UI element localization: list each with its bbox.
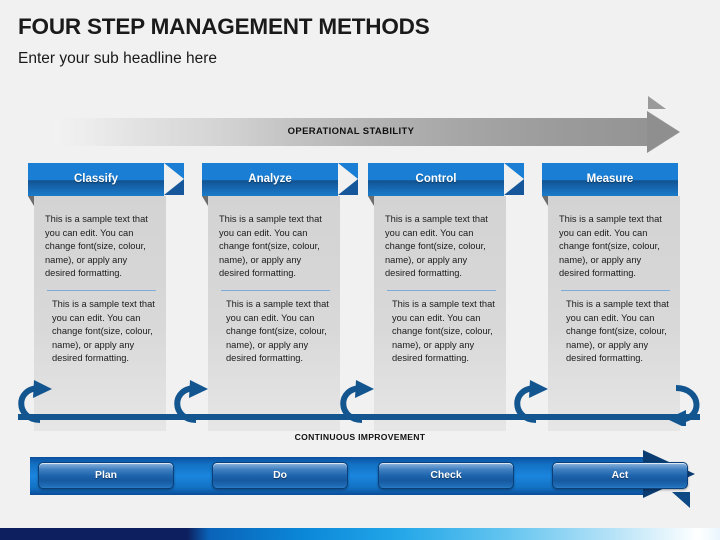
step-body-control: This is a sample text that you can edit.… bbox=[368, 196, 506, 431]
chevron-right-icon bbox=[504, 163, 524, 195]
step-paragraph-2: This is a sample text that you can edit.… bbox=[566, 298, 669, 364]
operational-stability-banner: OPERATIONAL STABILITY bbox=[55, 111, 680, 153]
paragraph-divider bbox=[221, 289, 330, 291]
step-body-analyze: This is a sample text that you can edit.… bbox=[202, 196, 340, 431]
step-label: Measure bbox=[586, 173, 634, 185]
banner-shaft bbox=[55, 118, 647, 146]
step-label: Classify bbox=[73, 173, 119, 185]
step-paragraph-2: This is a sample text that you can edit.… bbox=[52, 298, 155, 364]
paragraph-divider bbox=[561, 289, 670, 291]
loop-back-arrow-icon bbox=[340, 385, 363, 423]
pdca-arrow-bar: Plan Do Check Act bbox=[30, 450, 710, 500]
step-label: Control bbox=[415, 173, 457, 185]
pdca-button-do[interactable]: Do bbox=[212, 462, 348, 489]
loop-arrowhead-icon bbox=[667, 410, 686, 426]
right-arrow-banner-icon bbox=[647, 111, 680, 153]
step-header-measure[interactable]: Measure bbox=[542, 163, 678, 196]
paragraph-divider bbox=[47, 289, 156, 291]
step-body-measure: This is a sample text that you can edit.… bbox=[542, 196, 680, 431]
pdca-button-check[interactable]: Check bbox=[378, 462, 514, 489]
loop-back-arrow-icon bbox=[514, 385, 537, 423]
step-header-fill bbox=[28, 163, 164, 196]
step-column-classify[interactable]: Classify This is a sample text that you … bbox=[28, 163, 184, 431]
loop-arrowhead-icon bbox=[33, 380, 52, 398]
loop-arrowhead-icon bbox=[529, 380, 548, 398]
chevron-right-icon bbox=[338, 163, 358, 195]
paragraph-divider bbox=[387, 289, 496, 291]
step-paragraph-1: This is a sample text that you can edit.… bbox=[219, 214, 322, 279]
loop-arrowhead-icon bbox=[189, 380, 208, 398]
pdca-button-act[interactable]: Act bbox=[552, 462, 688, 489]
chevron-right-icon bbox=[164, 163, 184, 195]
step-paragraph-1: This is a sample text that you can edit.… bbox=[559, 214, 662, 279]
pdca-button-label: Check bbox=[430, 470, 462, 481]
loop-back-arrow-icon bbox=[18, 385, 41, 423]
footer-gradient-bar bbox=[0, 528, 720, 540]
step-body-classify: This is a sample text that you can edit.… bbox=[28, 196, 166, 431]
step-column-control[interactable]: Control This is a sample text that you c… bbox=[368, 163, 524, 431]
step-column-analyze[interactable]: Analyze This is a sample text that you c… bbox=[202, 163, 358, 431]
step-paragraph-1: This is a sample text that you can edit.… bbox=[385, 214, 488, 279]
page-subtitle: Enter your sub headline here bbox=[18, 50, 218, 67]
continuous-improvement-loop bbox=[18, 380, 700, 426]
step-header-fill bbox=[202, 163, 338, 196]
step-column-measure[interactable]: Measure This is a sample text that you c… bbox=[542, 163, 684, 431]
operational-stability-label: OPERATIONAL STABILITY bbox=[287, 126, 415, 137]
pdca-button-label: Do bbox=[273, 470, 287, 481]
step-header-fill bbox=[368, 163, 504, 196]
step-header-analyze[interactable]: Analyze bbox=[202, 163, 358, 196]
step-paragraph-2: This is a sample text that you can edit.… bbox=[392, 298, 495, 364]
step-paragraph-2: This is a sample text that you can edit.… bbox=[226, 298, 329, 364]
step-header-classify[interactable]: Classify bbox=[28, 163, 184, 196]
step-paragraph-1: This is a sample text that you can edit.… bbox=[45, 214, 148, 279]
pdca-button-label: Act bbox=[611, 470, 629, 481]
loop-arrowhead-icon bbox=[355, 380, 374, 398]
corner-triangle-top-right-icon bbox=[648, 96, 666, 109]
pdca-button-plan[interactable]: Plan bbox=[38, 462, 174, 489]
continuous-improvement-label: CONTINUOUS IMPROVEMENT bbox=[294, 432, 426, 442]
step-label: Analyze bbox=[248, 173, 292, 185]
step-header-fill bbox=[542, 163, 678, 196]
page-title: FOUR STEP MANAGEMENT METHODS bbox=[18, 14, 430, 39]
pdca-button-label: Plan bbox=[95, 470, 117, 481]
step-header-control[interactable]: Control bbox=[368, 163, 524, 196]
loop-back-arrow-icon bbox=[174, 385, 197, 423]
